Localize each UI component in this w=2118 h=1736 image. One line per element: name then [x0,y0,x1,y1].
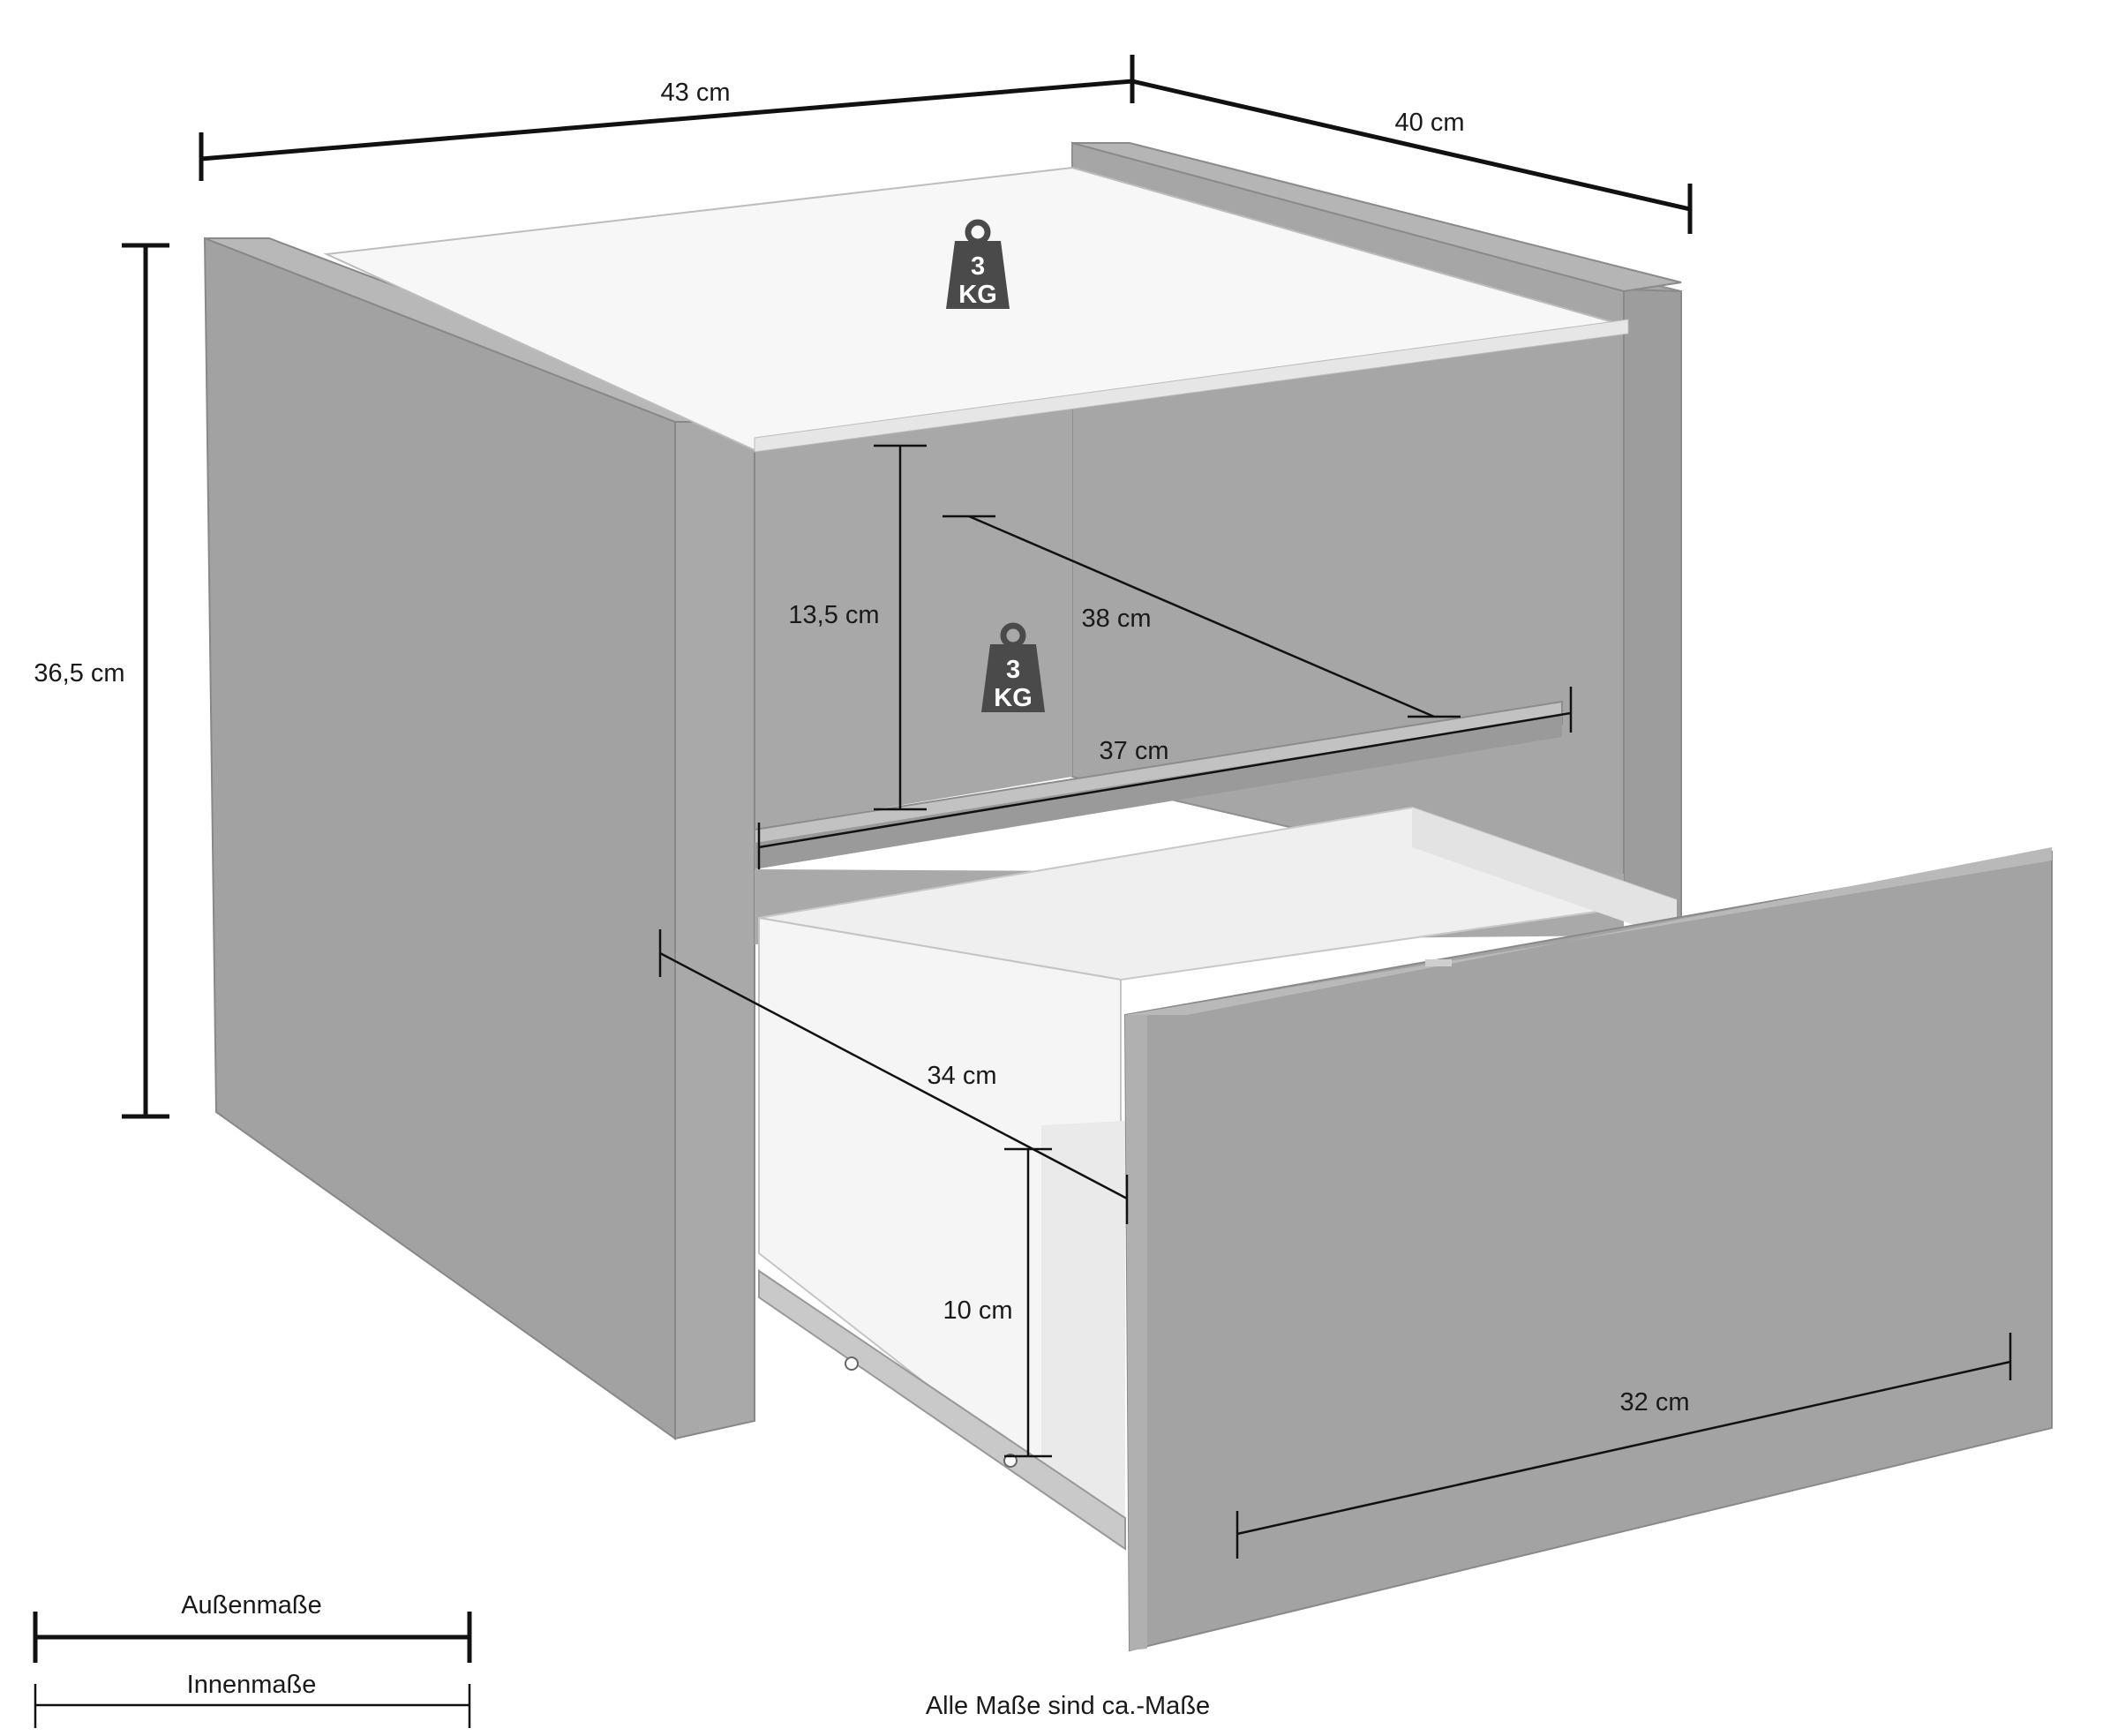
rail-screw-2 [1003,1454,1018,1468]
top-right-strip [1071,142,1682,293]
drawer-depth-line [659,951,1128,1200]
drawer-interior-floor [1041,1121,1125,1536]
drawer-front [1123,850,2053,1652]
label-drawer-depth: 34 cm [928,1062,997,1090]
badge-number: 3 [971,252,985,281]
badge-unit: KG [958,281,997,309]
footnote: Alle Maße sind ca.-Maße [926,1692,1210,1720]
middle-shelf-front [755,715,1562,869]
label-shelf-depth: 38 cm [1082,605,1152,633]
shelf-depth-line [968,515,1435,718]
legend-outer-line [33,1612,472,1663]
legend-outer-label: Außenmaße [181,1591,322,1620]
label-drawer-width: 32 cm [1620,1388,1690,1417]
label-outer-depth: 40 cm [1395,109,1465,137]
glass-front-edge [754,319,1629,453]
drawer-slide-rail [758,1269,1126,1551]
dimension-labels: 43 cm 40 cm 36,5 cm 13,5 cm 38 cm 37 cm … [34,79,1689,1417]
left-panel-front-edge [674,421,755,1440]
depth-dimension-line [1131,79,1691,212]
weight-icon [946,241,1010,309]
drawer-interior-right-wall [1412,808,1677,940]
label-drawer-height: 10 cm [943,1296,1013,1325]
load-badge-top: 3 KG [946,219,1010,309]
label-shelf-width: 37 cm [1100,737,1169,765]
legend-inner-line [34,1684,471,1728]
label-outer-width: 43 cm [661,79,731,107]
drawer-handle-notch [1425,959,1452,966]
label-shelf-height: 13,5 cm [788,601,879,629]
inner-dimension-lines [658,444,2012,1559]
outer-dimension-lines [122,55,1693,1119]
drawer-width-line [1236,1360,2011,1536]
legend-inner-label: Innenmaße [187,1671,317,1699]
interior-back-wall [755,380,1072,830]
width-dimension-line [200,79,1133,162]
badge-unit: KG [994,684,1033,712]
left-side-panel [203,237,676,1440]
badge-number: 3 [1006,656,1020,684]
rail-screw-1 [845,1356,859,1371]
legend: Außenmaße Innenmaße [33,1591,472,1728]
weight-icon [981,644,1045,712]
cabinet-body [203,141,2053,1652]
right-panel-edge [1623,288,1682,920]
label-outer-height: 36,5 cm [34,659,124,688]
load-badge-shelf: 3 KG [981,622,1045,712]
drawer-front-side-edge [1125,1015,1147,1650]
shelf-width-line [758,711,1572,849]
